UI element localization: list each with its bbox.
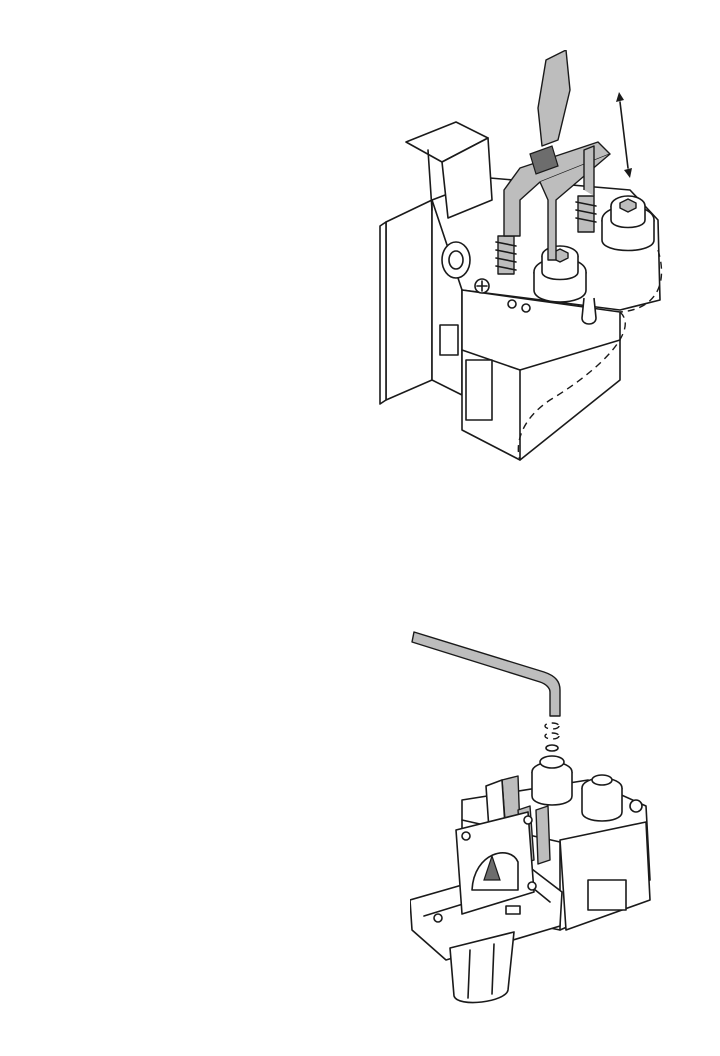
adjustment-screw-icon — [545, 723, 559, 751]
valve-lever-drawing — [370, 50, 680, 470]
valve-hex-key-drawing — [410, 630, 670, 1030]
hex-key-icon — [412, 632, 560, 716]
spring-right — [576, 196, 596, 232]
hex-screw-center — [534, 246, 586, 302]
up-down-arrow-icon — [616, 92, 632, 178]
valve-hex-key-figure — [410, 630, 670, 1030]
valve-lever-figure — [370, 50, 680, 470]
spring-left — [496, 236, 516, 274]
top-bracket-arm — [406, 122, 492, 218]
